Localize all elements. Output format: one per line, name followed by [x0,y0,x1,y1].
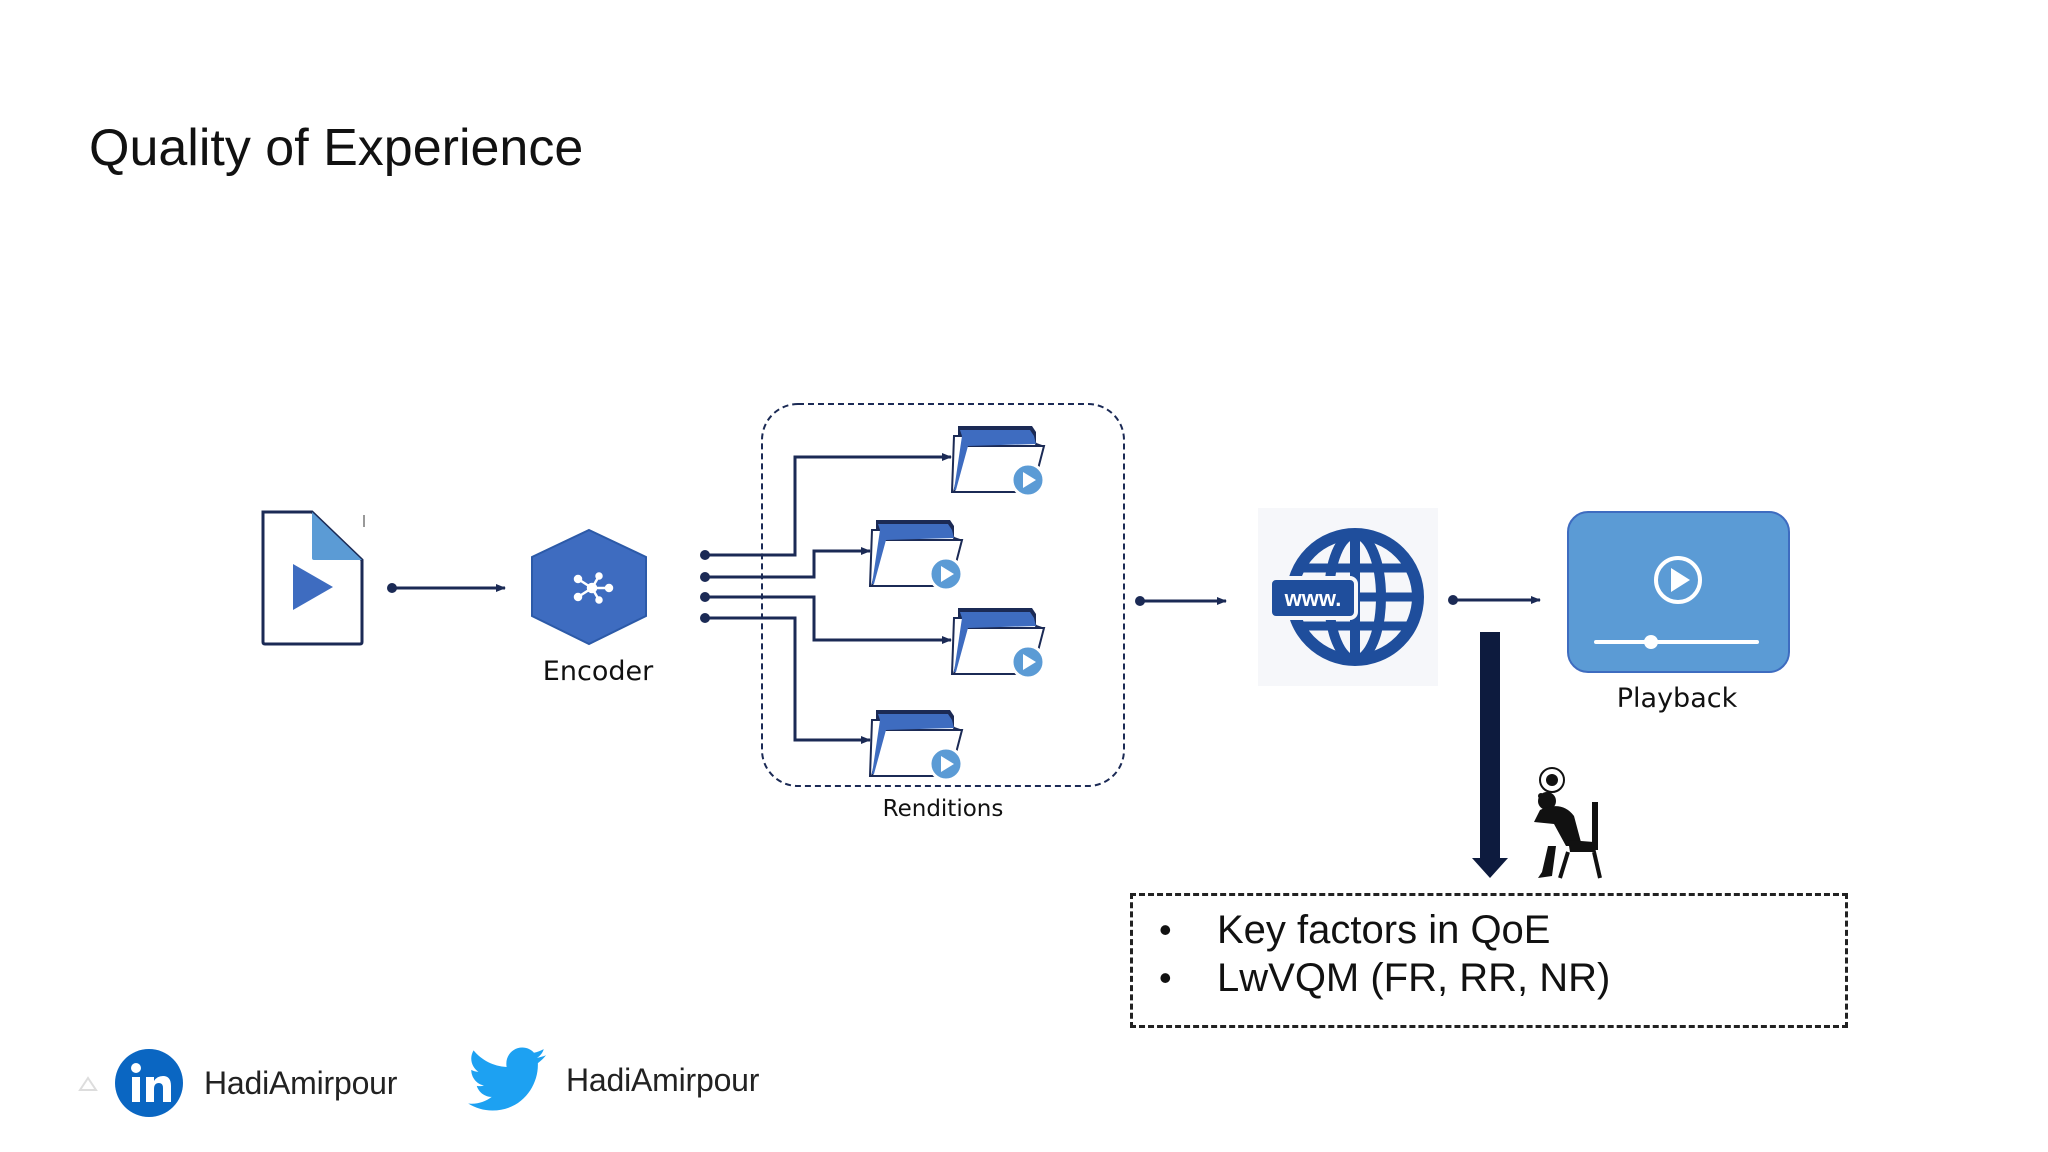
watermark-icon [78,1076,98,1091]
qoe-down-arrow [1472,632,1508,878]
playback-label: Playback [1617,683,1738,714]
www-label: www. [1284,586,1342,611]
network-icon [573,572,614,604]
linkedin-link[interactable]: HadiAmirpour [114,1048,397,1118]
twitter-handle: HadiAmirpour [566,1061,760,1098]
globe-icon: www. [1258,508,1438,686]
arrow-web-playback [1448,595,1541,605]
qoe-factors-list: Key factors in QoE LwVQM (FR, RR, NR) [1159,906,1845,1002]
qoe-factor-item: Key factors in QoE [1159,906,1845,954]
frustrated-viewer-icon [1534,767,1602,879]
renditions-container [761,403,1125,787]
encoder-hexagon [531,528,647,646]
linkedin-icon [115,1049,183,1117]
arrow-source-encoder [387,583,506,593]
twitter-bird-icon [468,1047,546,1111]
rendition-folder-icon [868,518,964,592]
arrow-renditions-web [1135,596,1227,606]
video-file-icon [261,510,365,646]
qoe-factors-box: Key factors in QoE LwVQM (FR, RR, NR) [1130,893,1848,1028]
qoe-factor-item: LwVQM (FR, RR, NR) [1159,954,1845,1002]
rendition-folder-icon [950,606,1046,680]
slide-title: Quality of Experience [89,119,584,177]
rendition-folder-icon [868,708,964,782]
twitter-link[interactable]: HadiAmirpour [468,1046,759,1114]
renditions-label: Renditions [883,796,1004,822]
rendition-folder-icon [950,424,1046,498]
encoder-label: Encoder [543,656,654,687]
linkedin-handle: HadiAmirpour [204,1064,398,1101]
video-player-icon [1567,511,1790,673]
rendition-connectors [700,453,952,744]
